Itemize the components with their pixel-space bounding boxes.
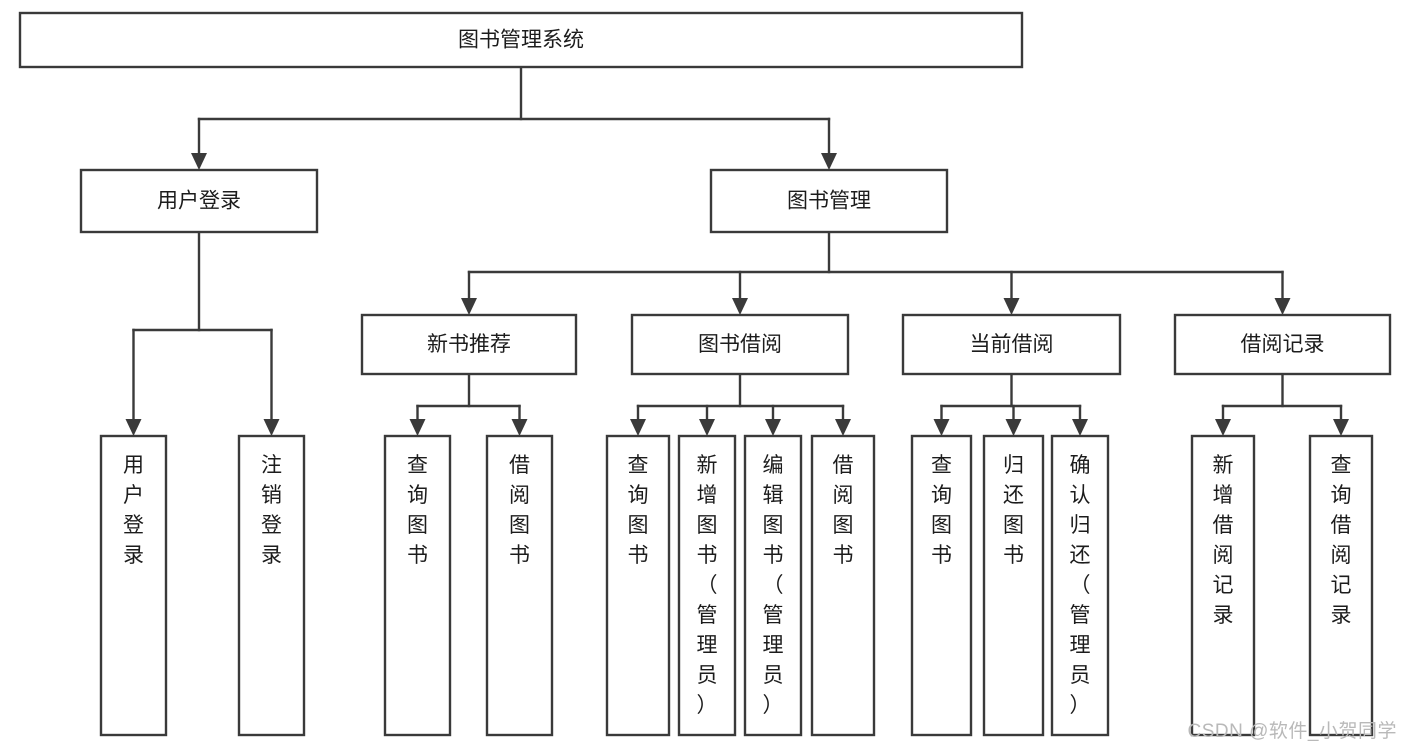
node-rect bbox=[485, 434, 554, 737]
node-rect bbox=[810, 434, 876, 737]
arrow-head-icon bbox=[765, 419, 781, 436]
arrow-head-icon bbox=[1005, 419, 1022, 436]
node-label: 归还图书 bbox=[1003, 454, 1024, 567]
node-rect bbox=[605, 434, 671, 737]
node-rect bbox=[99, 434, 168, 737]
node-e6b3a8e99480e799bbe5bd95[interactable]: 注销登录 bbox=[237, 434, 306, 737]
node-label: 图书管理 bbox=[787, 190, 871, 213]
node-e7bc96e8be91e59bbee4b9a6[interactable]: 编辑图书（管理员） bbox=[743, 434, 803, 737]
arrow-head-icon bbox=[699, 419, 715, 436]
arrow-head-icon bbox=[1274, 298, 1291, 315]
node-label: 图书管理系统 bbox=[458, 29, 584, 52]
arrow-head-icon bbox=[1003, 298, 1020, 315]
node-label: 借阅记录 bbox=[1241, 333, 1325, 356]
node-label: 当前借阅 bbox=[970, 333, 1054, 356]
node-e696b0e5a29ee59bbee4b9a6[interactable]: 新增图书（管理员） bbox=[677, 434, 737, 737]
arrow-head-icon bbox=[409, 419, 426, 436]
node-rect bbox=[18, 11, 1024, 69]
node-rect bbox=[79, 168, 319, 234]
arrow-head-icon bbox=[933, 419, 950, 436]
node-e696b0e5a29ee5809fe99885[interactable]: 新增借阅记录 bbox=[1190, 434, 1256, 737]
node-e69fa5e8afa2e59bbee4b9a6[interactable]: 查询图书 bbox=[605, 434, 671, 737]
node-e69fa5e8afa2e59bbee4b9a6[interactable]: 查询图书 bbox=[910, 434, 973, 737]
node-label: 确认归还（管理员） bbox=[1070, 454, 1091, 717]
node-layer: 图书管理系统用户登录图书管理用户登录注销登录新书推荐查询图书借阅图书图书借阅查询… bbox=[18, 11, 1392, 737]
node-label: 编辑图书（管理员） bbox=[763, 454, 784, 717]
arrow-head-icon bbox=[1072, 419, 1088, 436]
node-label: 用户登录 bbox=[123, 454, 144, 567]
node-label: 新增图书（管理员） bbox=[697, 454, 718, 717]
node-rect bbox=[901, 313, 1122, 376]
arrow-head-icon bbox=[835, 419, 851, 436]
node-rect bbox=[743, 434, 803, 737]
node-e69fa5e8afa2e59bbee4b9a6[interactable]: 查询图书 bbox=[383, 434, 452, 737]
node-label: 新书推荐 bbox=[427, 333, 511, 356]
node-rect bbox=[1190, 434, 1256, 737]
watermark-label: CSDN @软件_小贺同学 bbox=[1187, 721, 1397, 742]
node-label: 注销登录 bbox=[261, 454, 282, 567]
node-rect bbox=[383, 434, 452, 737]
arrow-head-icon bbox=[630, 419, 646, 436]
node-rect bbox=[237, 434, 306, 737]
node-rect bbox=[910, 434, 973, 737]
node-e69fa5e8afa2e5809fe99885[interactable]: 查询借阅记录 bbox=[1308, 434, 1374, 737]
node-rect bbox=[1173, 313, 1392, 376]
node-label: 查询图书 bbox=[931, 454, 952, 567]
arrow-head-icon bbox=[821, 153, 837, 170]
arrow-head-icon bbox=[125, 419, 142, 436]
node-e696b0e4b9a6e68ea8e88d90[interactable]: 新书推荐 bbox=[360, 313, 578, 376]
node-e5809fe99885e8aeb0e5bd95[interactable]: 借阅记录 bbox=[1173, 313, 1392, 376]
node-e59bbee4b9a6e7aea1e79086[interactable]: 图书管理系统 bbox=[18, 11, 1024, 69]
node-rect bbox=[630, 313, 850, 376]
arrow-head-icon bbox=[461, 298, 477, 315]
node-label: 借阅图书 bbox=[833, 454, 854, 567]
node-label: 图书借阅 bbox=[698, 333, 782, 356]
node-label: 借阅图书 bbox=[509, 454, 530, 567]
node-label: 查询借阅记录 bbox=[1331, 454, 1352, 627]
node-e5bd92e8bf98e59bbee4b9a6[interactable]: 归还图书 bbox=[982, 434, 1045, 737]
arrow-head-icon bbox=[1215, 419, 1231, 436]
node-e59bbee4b9a6e5809fe99885[interactable]: 图书借阅 bbox=[630, 313, 850, 376]
node-e794a8e688b7e799bbe5bd95[interactable]: 用户登录 bbox=[79, 168, 319, 234]
node-e5809fe99885e59bbee4b9a6[interactable]: 借阅图书 bbox=[810, 434, 876, 737]
node-rect bbox=[677, 434, 737, 737]
node-e794a8e688b7e799bbe5bd95[interactable]: 用户登录 bbox=[99, 434, 168, 737]
node-e7a1aee8aea4e5bd92e8bf98[interactable]: 确认归还（管理员） bbox=[1050, 434, 1110, 737]
node-rect bbox=[360, 313, 578, 376]
node-label: 查询图书 bbox=[628, 454, 649, 567]
node-rect bbox=[1050, 434, 1110, 737]
node-rect bbox=[1308, 434, 1374, 737]
arrow-head-icon bbox=[1333, 419, 1349, 436]
node-e59bbee4b9a6e7aea1e79086[interactable]: 图书管理 bbox=[709, 168, 949, 234]
node-rect bbox=[982, 434, 1045, 737]
node-label: 用户登录 bbox=[157, 190, 241, 213]
node-rect bbox=[709, 168, 949, 234]
node-label: 新增借阅记录 bbox=[1213, 454, 1234, 627]
node-label: 查询图书 bbox=[407, 454, 428, 567]
connector-layer bbox=[125, 65, 1349, 436]
node-e5bd93e5898de5809fe99885[interactable]: 当前借阅 bbox=[901, 313, 1122, 376]
arrow-head-icon bbox=[511, 419, 528, 436]
arrow-head-icon bbox=[732, 298, 748, 315]
arrow-head-icon bbox=[263, 419, 280, 436]
node-e5809fe99885e59bbee4b9a6[interactable]: 借阅图书 bbox=[485, 434, 554, 737]
arrow-head-icon bbox=[191, 153, 207, 170]
